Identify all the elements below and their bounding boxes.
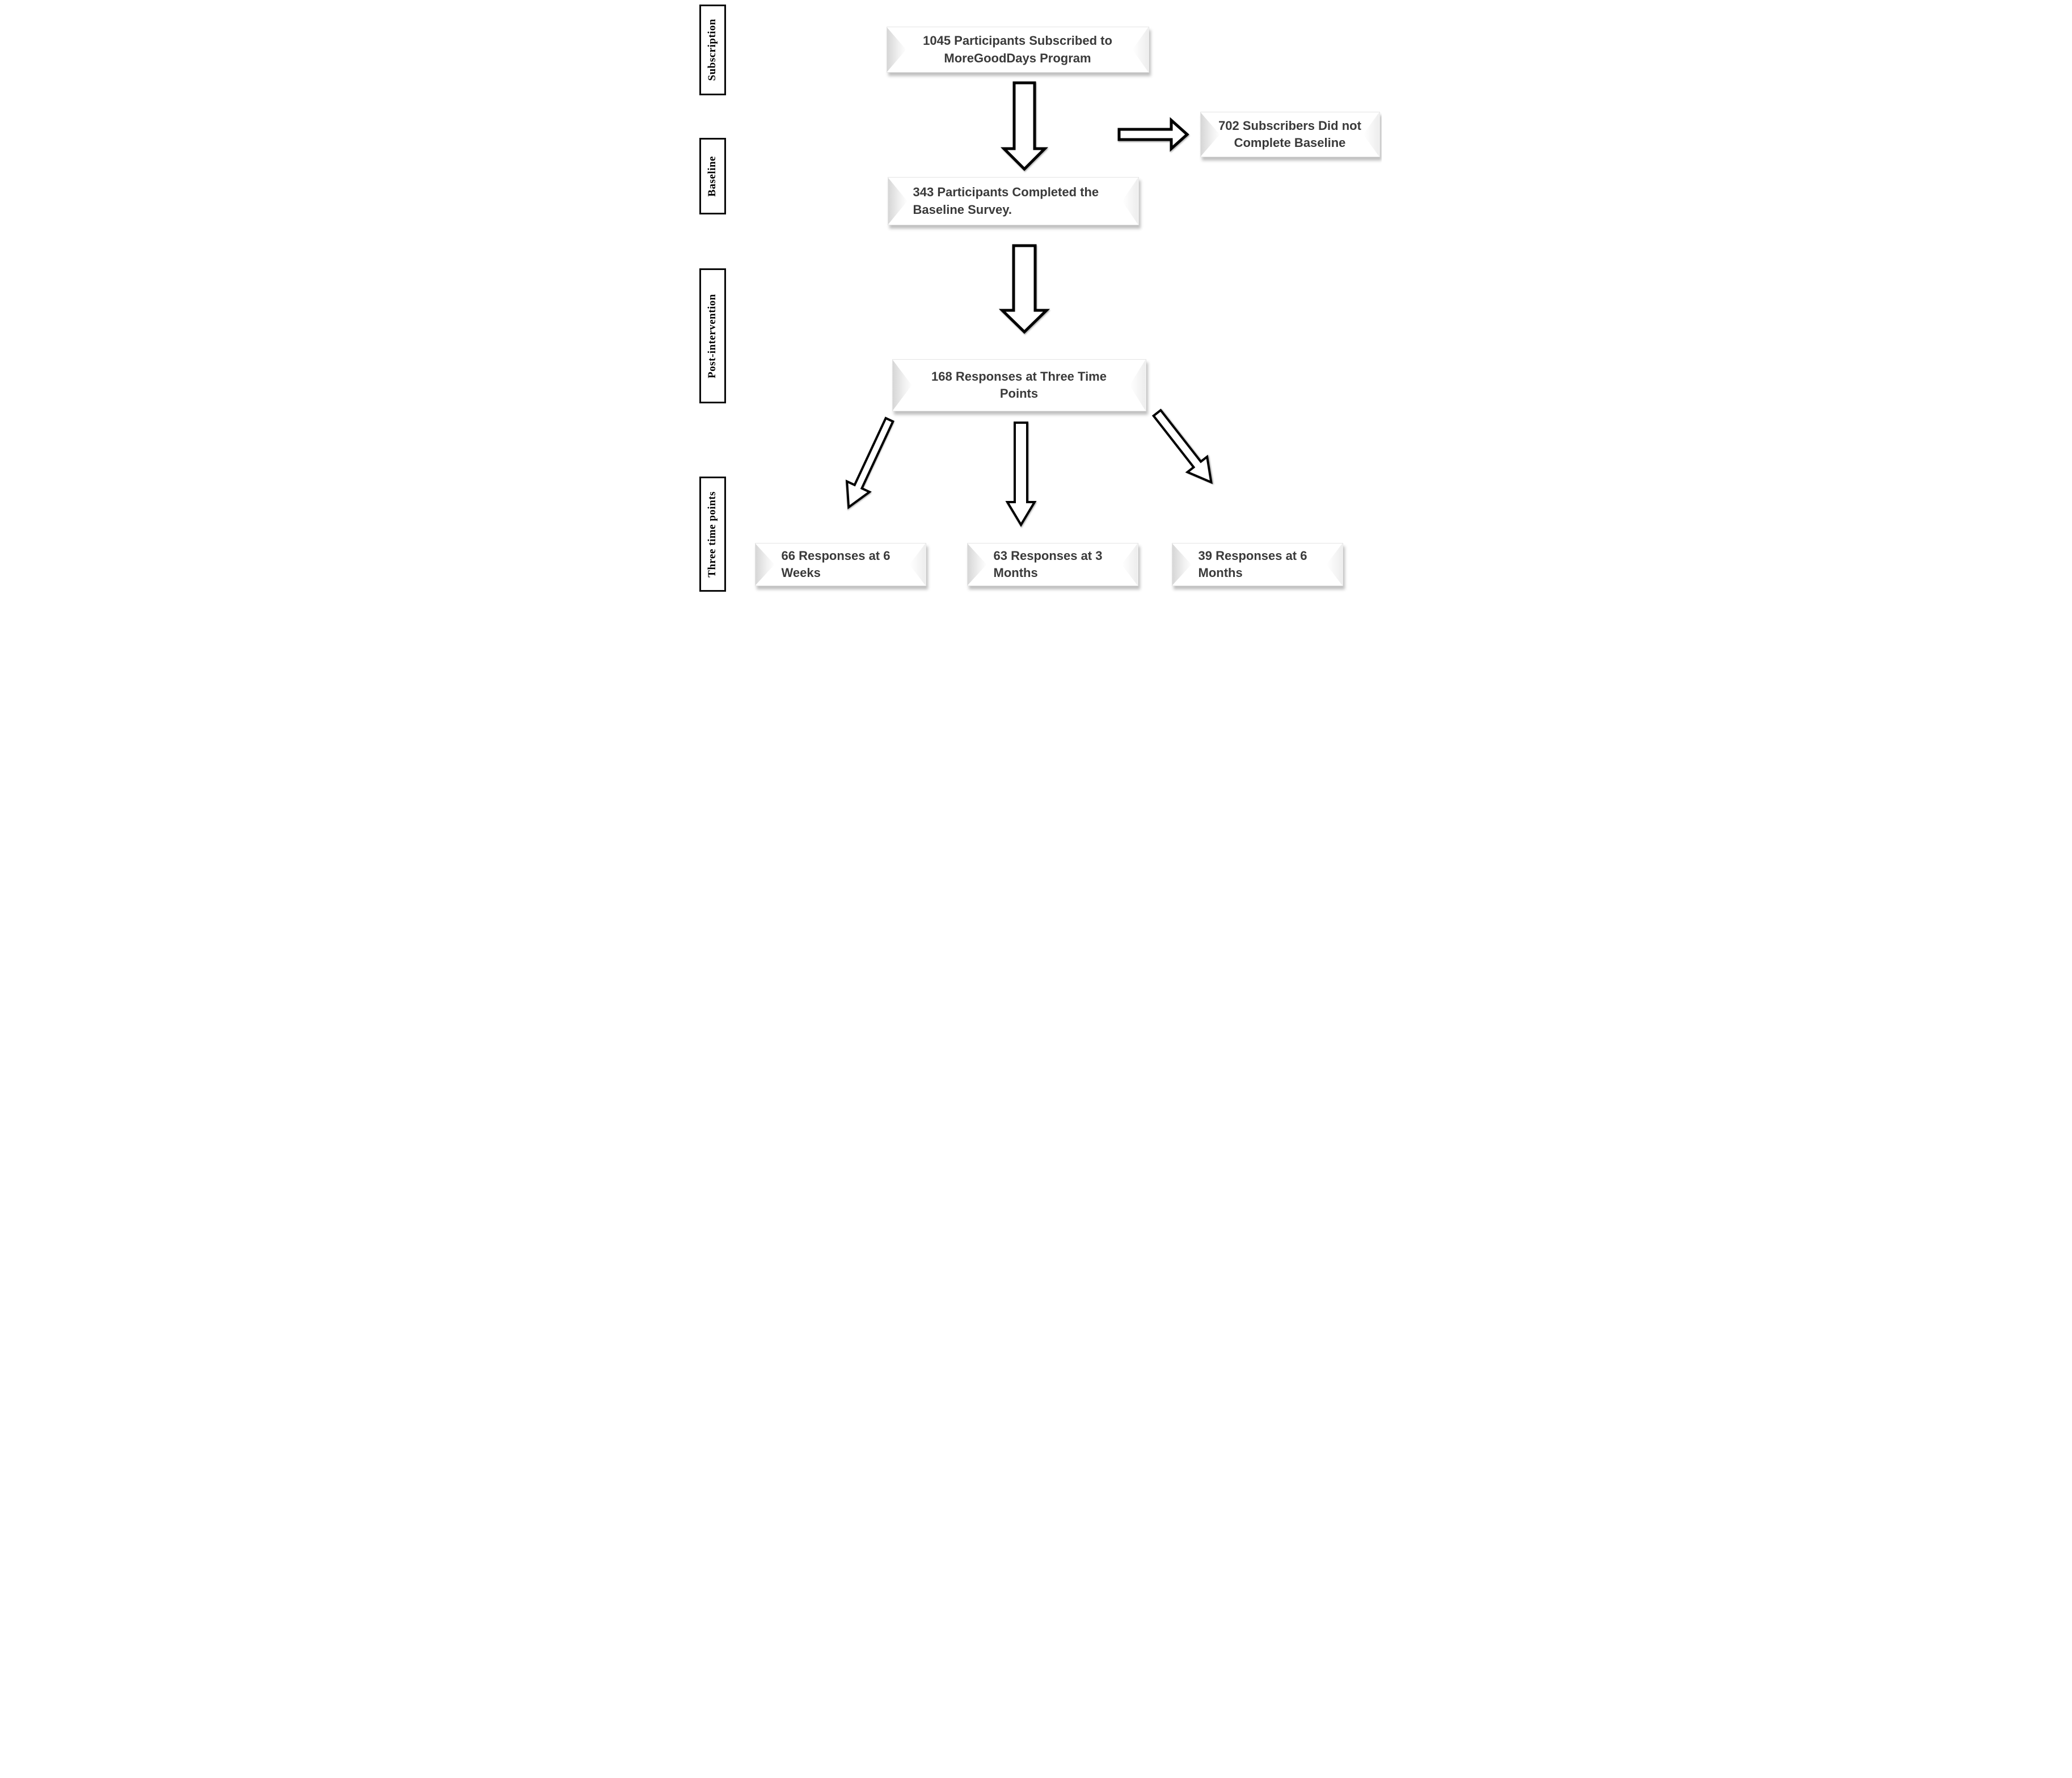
node-text: 39 Responses at 6 Months (1198, 548, 1307, 580)
stage-label-three-time-points: Three time points (699, 477, 726, 592)
node-three-time-point-responses: 168 Responses at Three Time Points (892, 359, 1146, 411)
node-text: 1045 Participants Subscribed to MoreGood… (923, 33, 1112, 65)
arrow-completed-down (998, 244, 1050, 334)
stage-label-baseline: Baseline (699, 138, 726, 214)
node-text: 168 Responses at Three Time Points (931, 369, 1107, 401)
node-text: 702 Subscribers Did not Complete Baselin… (1218, 118, 1361, 150)
stage-label-text: Baseline (706, 155, 718, 197)
node-responses-3-months: 63 Responses at 3 Months (967, 543, 1138, 586)
node-responses-6-weeks: 66 Responses at 6 Weeks (754, 543, 926, 586)
stage-label-text: Subscription (706, 19, 718, 81)
arrow-split-middle (1005, 422, 1037, 527)
arrows-layer (845, 81, 1213, 527)
node-completed-baseline: 343 Participants Completed the Baseline … (887, 177, 1139, 225)
stage-label-subscription: Subscription (699, 5, 726, 95)
stage-label-post-intervention: Post-intervention (699, 268, 726, 403)
flow-diagram-canvas: Subscription Baseline Post-intervention … (690, 0, 1382, 593)
node-did-not-complete-baseline: 702 Subscribers Did not Complete Baselin… (1200, 112, 1380, 157)
node-responses-6-months: 39 Responses at 6 Months (1171, 543, 1343, 586)
node-subscribed: 1045 Participants Subscribed to MoreGood… (886, 27, 1149, 73)
stage-label-text: Post-intervention (706, 293, 718, 378)
node-text: 343 Participants Completed the Baseline … (913, 185, 1099, 217)
arrow-subscribed-down (1000, 81, 1048, 171)
node-text: 63 Responses at 3 Months (993, 548, 1103, 580)
arrow-split-left (845, 416, 894, 509)
stage-label-text: Three time points (706, 491, 718, 578)
node-text: 66 Responses at 6 Weeks (781, 548, 891, 580)
arrow-split-right (1151, 408, 1213, 484)
arrow-to-did-not-complete (1117, 117, 1189, 152)
